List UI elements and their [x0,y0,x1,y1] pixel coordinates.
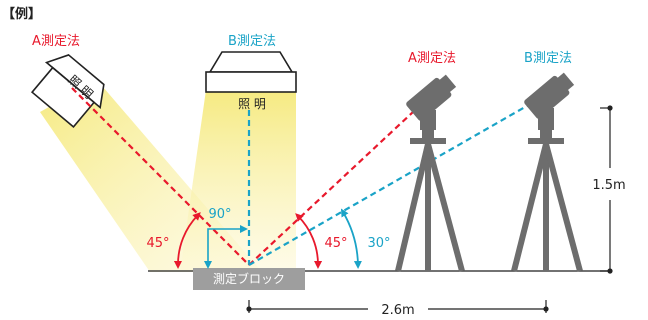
method-b-label-lamp: B測定法 [228,34,276,49]
measurement-block [193,268,305,290]
angle-45-right-arc [295,213,323,269]
distance-label: 2.6m [381,303,414,318]
method-b-sight-line [248,94,547,266]
angle-30-label: 30° [367,236,390,251]
light-beam-b [180,90,296,272]
lamp-b-icon [205,51,297,93]
angle-45-right-label: 45° [324,236,347,251]
method-a-label-lamp: A測定法 [32,34,80,49]
tripod-b-icon [511,72,583,272]
tripod-a-icon [395,74,465,272]
distance-dimension [246,300,549,313]
height-dimension [600,105,613,274]
angle-30-arc [340,208,362,269]
method-a-label-tripod: A測定法 [408,51,456,66]
block-label: 測定ブロック [213,271,285,286]
example-label: 【例】 [2,6,41,22]
lighting-b-label: 照 明 [238,97,266,111]
height-label: 1.5m [592,178,625,193]
method-a-sight-line [248,97,429,266]
angle-45-left-arc [173,212,201,269]
method-b-label-tripod: B測定法 [524,51,572,66]
method-a-light-line [71,87,250,266]
angle-90-arc [204,225,248,269]
angle-90-label: 90° [208,207,231,222]
angle-45-left-label: 45° [146,236,169,251]
lamp-a-icon [30,54,105,129]
